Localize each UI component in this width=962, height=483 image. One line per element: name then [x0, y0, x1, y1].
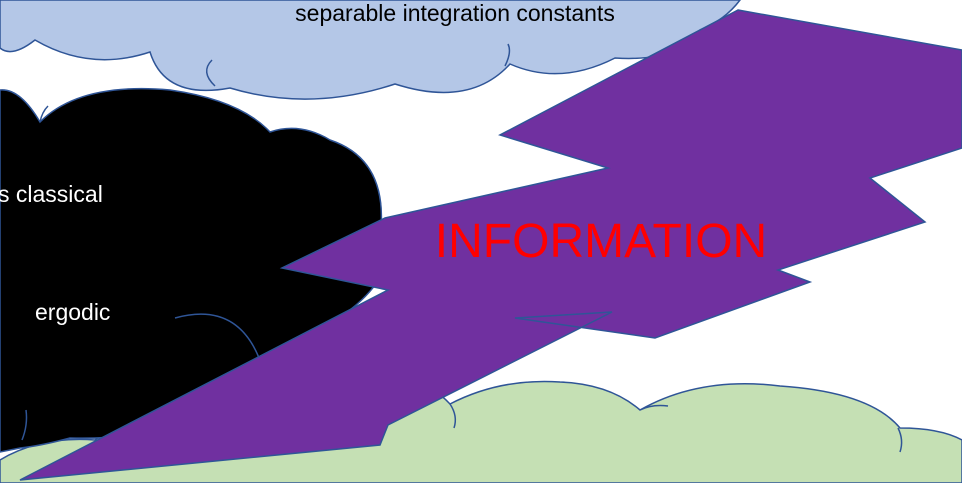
dark-cloud-inner-arc: [39, 105, 49, 123]
top-cloud-label: separable integration constants: [295, 0, 615, 26]
top-cloud-inner-arc: [206, 59, 216, 87]
dark-cloud-inner-arc-2: [174, 313, 263, 367]
bolt-label: INFORMATION: [435, 215, 767, 268]
dark-cloud-inner-arc-3: [21, 409, 28, 441]
dark-cloud-label-2: ergodic: [35, 299, 110, 325]
lightning-bolt-shape: [19, 9, 962, 481]
top-cloud-inner-arc-2: [504, 43, 511, 67]
bottom-cloud-inner-arc-2: [639, 404, 669, 411]
bottom-cloud-inner-arc: [449, 403, 457, 429]
lightning-bolt: INFORMATION: [19, 9, 962, 481]
dark-cloud-label-1: s classical: [0, 181, 103, 207]
bottom-cloud-inner-arc-3: [897, 427, 903, 453]
